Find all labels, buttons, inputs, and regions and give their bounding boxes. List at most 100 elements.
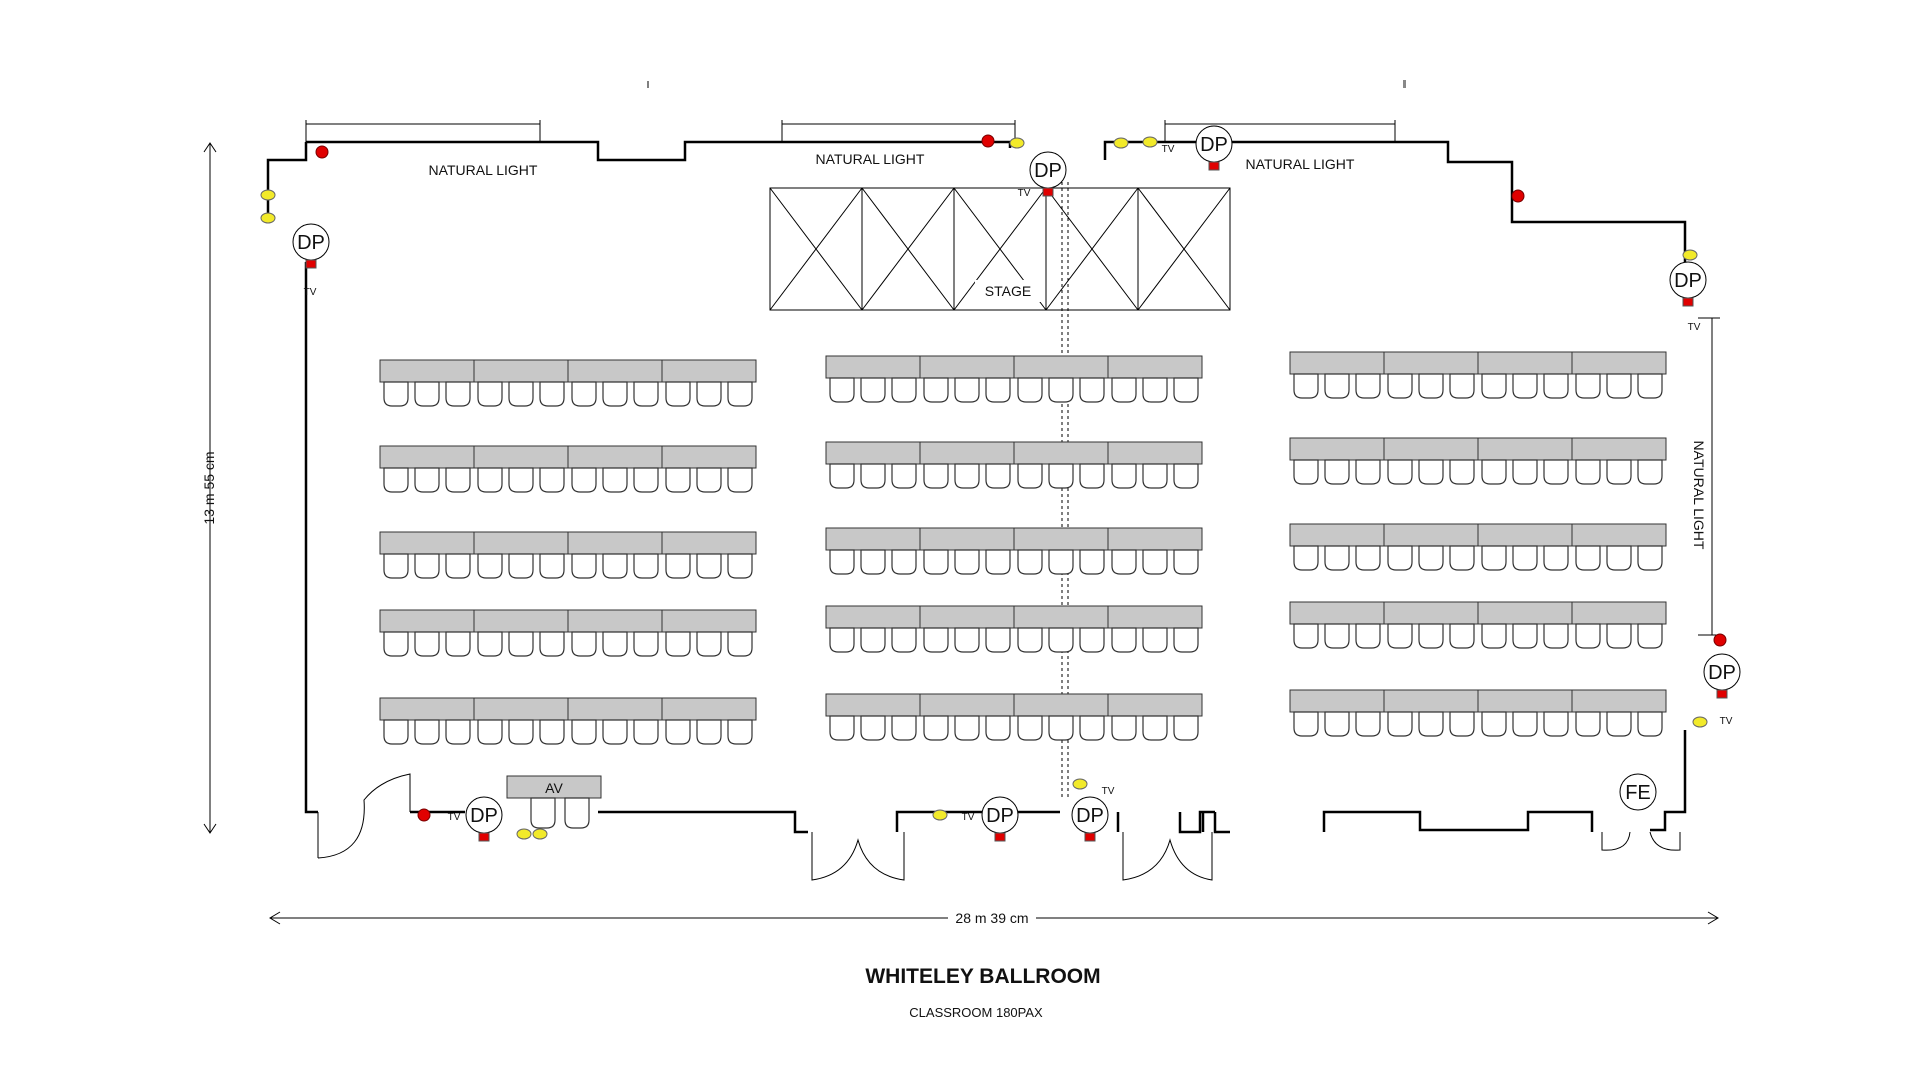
chair xyxy=(508,381,534,407)
table xyxy=(1289,523,1385,547)
chair xyxy=(1575,711,1601,737)
chair xyxy=(1575,459,1601,485)
table xyxy=(825,605,921,629)
chair xyxy=(1355,545,1381,571)
chair xyxy=(1324,623,1350,649)
chair xyxy=(1173,715,1199,741)
chair xyxy=(1512,459,1538,485)
chair xyxy=(445,381,471,407)
dimension-width: 28 m 39 cm xyxy=(269,910,1719,926)
chair xyxy=(1324,711,1350,737)
chair xyxy=(1142,377,1168,403)
seating-row xyxy=(825,605,1203,653)
fire-alarm-icon xyxy=(417,808,431,822)
power-socket-icon xyxy=(260,189,276,201)
seating-area xyxy=(379,351,1667,745)
chair xyxy=(1418,545,1444,571)
chair xyxy=(602,553,628,579)
seating-row xyxy=(379,359,757,407)
table xyxy=(1383,437,1479,461)
chair xyxy=(414,719,440,745)
table xyxy=(473,609,569,633)
seating-row xyxy=(825,441,1203,489)
chair xyxy=(508,467,534,493)
power-socket-icon xyxy=(1072,778,1088,790)
natural-light-label-4: NATURAL LIGHT xyxy=(1691,441,1707,550)
chair xyxy=(571,381,597,407)
table xyxy=(1013,441,1109,465)
chair xyxy=(727,381,753,407)
chair xyxy=(985,627,1011,653)
chair xyxy=(383,467,409,493)
chair xyxy=(891,377,917,403)
chair xyxy=(1017,627,1043,653)
chair xyxy=(1512,711,1538,737)
chair xyxy=(665,631,691,657)
chair xyxy=(1142,627,1168,653)
table xyxy=(1107,605,1203,629)
table xyxy=(567,445,663,469)
chair xyxy=(1449,459,1475,485)
dp-label: DP xyxy=(1674,270,1702,292)
table xyxy=(1013,527,1109,551)
seating-row xyxy=(379,609,757,657)
seating-row xyxy=(379,531,757,579)
power-socket-icon xyxy=(532,828,548,840)
chair xyxy=(1481,623,1507,649)
chair xyxy=(1387,373,1413,399)
tv-label: TV xyxy=(1102,786,1115,797)
table xyxy=(379,609,475,633)
table xyxy=(1289,437,1385,461)
chair xyxy=(508,719,534,745)
table xyxy=(661,359,757,383)
chair xyxy=(1418,459,1444,485)
chair xyxy=(383,631,409,657)
chair xyxy=(477,553,503,579)
chair xyxy=(1355,459,1381,485)
chair xyxy=(477,719,503,745)
tv-label: TV xyxy=(962,812,975,823)
chair xyxy=(954,463,980,489)
natural-light-label-2: NATURAL LIGHT xyxy=(816,151,925,167)
dp-label: DP xyxy=(470,805,498,827)
fire-alarm-icon xyxy=(315,145,329,159)
chair xyxy=(602,719,628,745)
tv-label: TV xyxy=(304,287,317,298)
chair xyxy=(1387,711,1413,737)
chair xyxy=(860,463,886,489)
chair xyxy=(1418,373,1444,399)
table xyxy=(1383,689,1479,713)
table xyxy=(1383,601,1479,625)
table xyxy=(567,697,663,721)
chair xyxy=(633,631,659,657)
seating-row xyxy=(379,445,757,493)
chair xyxy=(539,719,565,745)
table xyxy=(825,527,921,551)
chair xyxy=(539,381,565,407)
chair xyxy=(633,553,659,579)
dp-label: DP xyxy=(297,232,325,254)
table xyxy=(1477,601,1573,625)
chair xyxy=(1606,711,1632,737)
chair xyxy=(829,627,855,653)
seating-row xyxy=(1289,437,1667,485)
table xyxy=(567,609,663,633)
table xyxy=(825,441,921,465)
table xyxy=(1013,355,1109,379)
chair xyxy=(1111,549,1137,575)
fire-extinguisher: FE xyxy=(1619,773,1657,811)
chair xyxy=(860,377,886,403)
width-label: 28 m 39 cm xyxy=(955,910,1028,926)
natural-light-label-3: NATURAL LIGHT xyxy=(1246,156,1355,172)
chair xyxy=(477,381,503,407)
chair xyxy=(1543,373,1569,399)
chair xyxy=(539,553,565,579)
stage-label: STAGE xyxy=(985,283,1031,299)
chair xyxy=(1017,377,1043,403)
table xyxy=(1477,689,1573,713)
power-socket-icon xyxy=(1692,716,1708,728)
chair xyxy=(1387,545,1413,571)
seating-row xyxy=(379,697,757,745)
